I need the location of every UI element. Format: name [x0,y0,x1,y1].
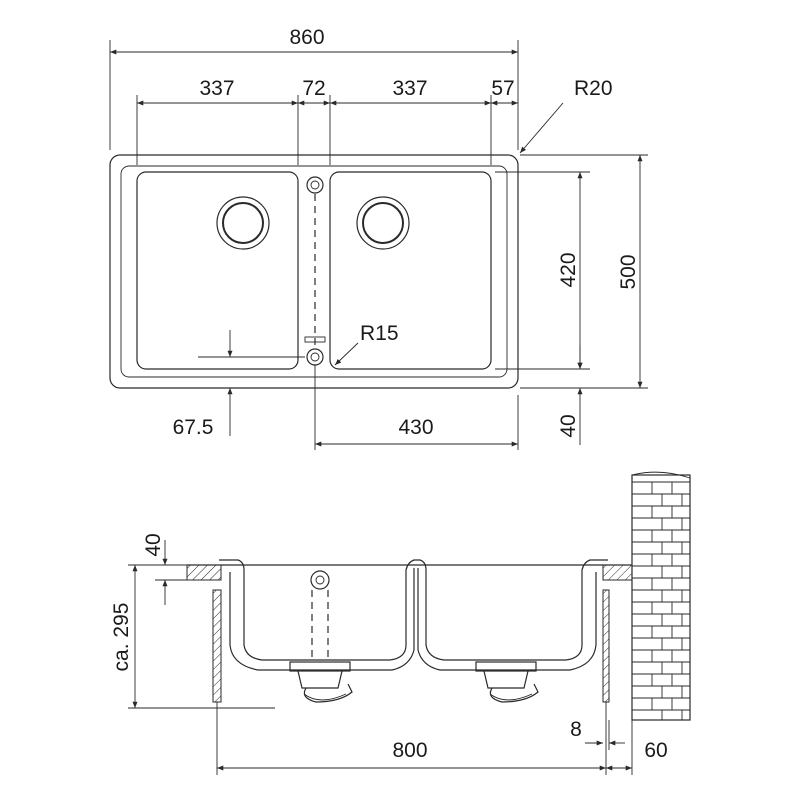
left-bowl [136,171,299,370]
countertop-right [602,564,633,581]
dim-inner-radius: R15 [360,322,399,345]
dim-outer-radius: R20 [574,77,613,100]
dim-left-bowl-width: 337 [199,77,234,100]
dim-rim-height: 40 [142,533,165,556]
countertop-left [186,564,222,581]
section-right-drain [475,661,539,703]
brick-wall [631,471,691,721]
dim-wall-gap: 8 [570,718,582,741]
dim-right-bowl-width: 337 [392,77,427,100]
dim-center-gap: 72 [302,77,325,100]
dim-depth: ca. 295 [110,603,133,672]
sink-outline [109,154,519,389]
dim-front-margin: 40 [557,414,580,437]
overflow-top [306,176,324,194]
dim-drain-to-edge: 430 [398,416,433,439]
dim-wall-offset: 60 [644,739,667,762]
section-left-drain [289,661,353,703]
sink-section-outline [219,559,608,661]
cabinet-side-left [212,589,222,703]
plan-view: 860 337 72 337 57 R20 420 500 40 [109,26,648,450]
left-drain [216,196,270,250]
right-bowl [329,171,492,370]
dim-drain-offset: 67.5 [173,416,214,439]
dim-cabinet-width: 800 [392,739,427,762]
sink-rim-inner [120,165,508,378]
section-view: 40 ca. 295 800 8 60 [110,471,691,775]
cabinet-side-right [602,589,610,703]
right-drain [356,196,410,250]
dim-overall-depth: 500 [617,254,640,289]
dim-bowl-depth: 420 [557,252,580,287]
dim-right-margin: 57 [491,77,514,100]
dim-overall-width: 860 [289,26,324,49]
section-overflow [310,570,330,590]
